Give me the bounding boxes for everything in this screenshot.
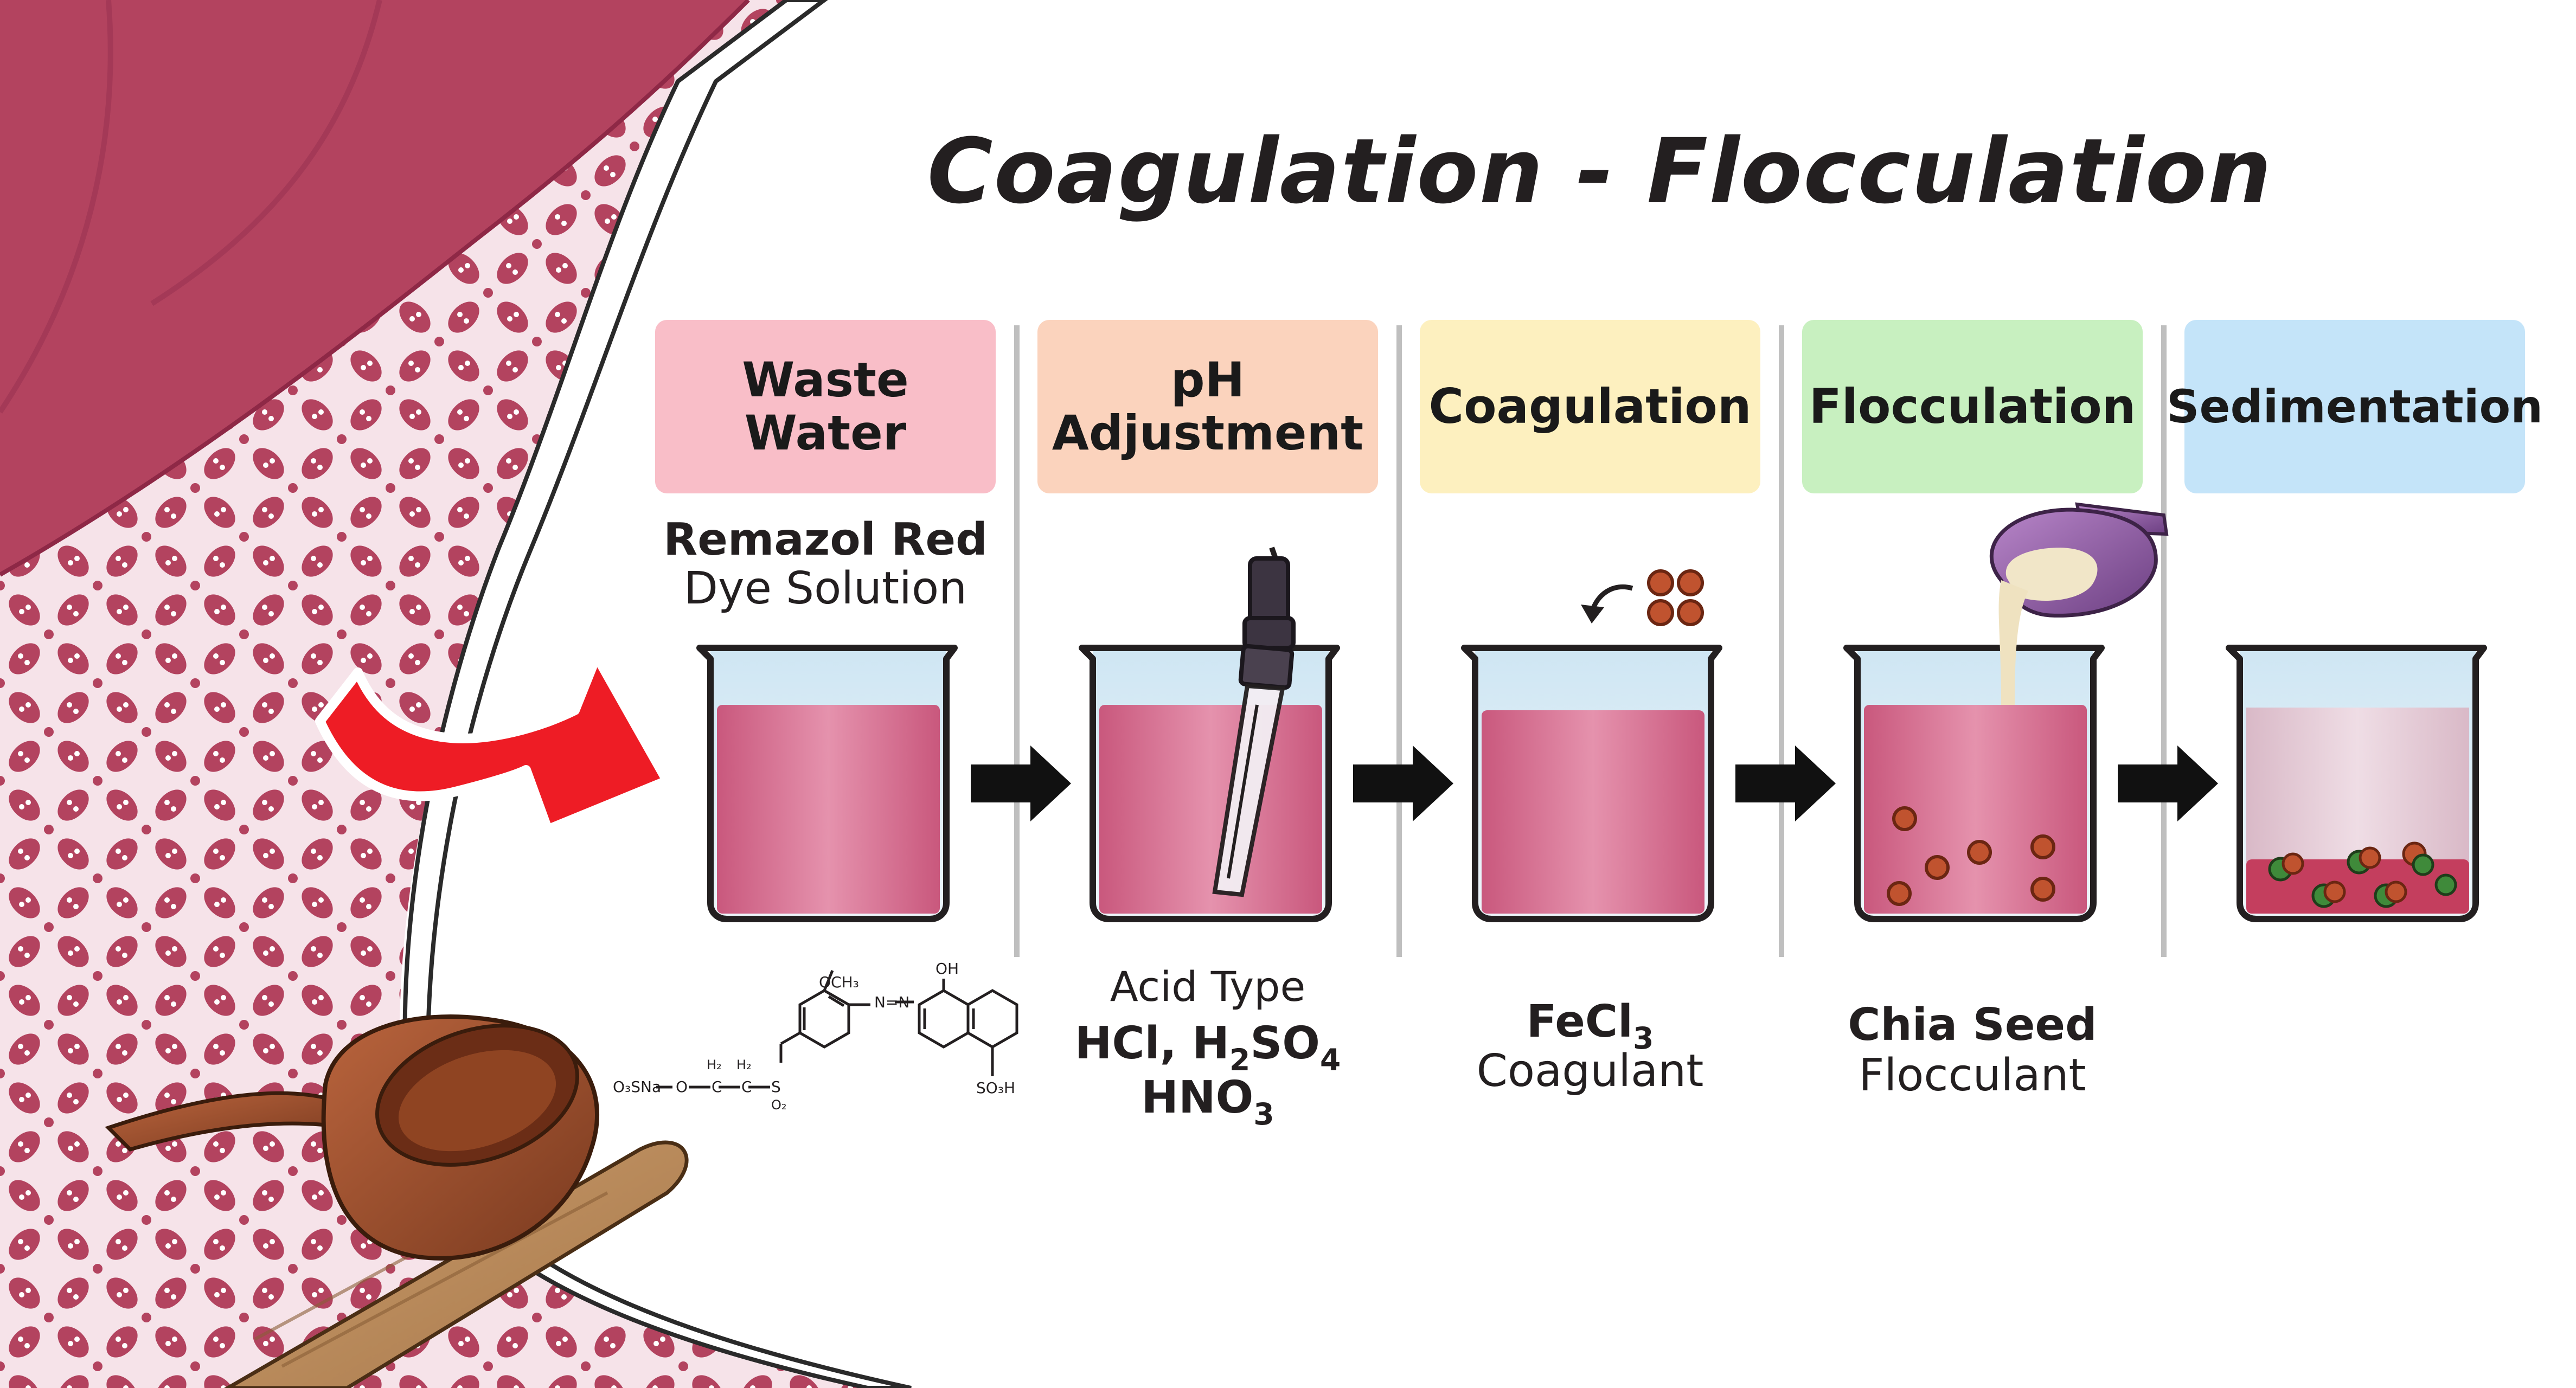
chem-h2a: H₂ [707,1057,722,1072]
coagulant-description: Coagulant [1476,1045,1704,1097]
chem-hydroxyl: OH [935,960,959,978]
dye-name: Remazol Red [663,514,988,566]
step-separators [1014,325,2167,957]
chem-h2b: H₂ [736,1057,752,1072]
acid-line1-a: HCl, H [1074,1018,1229,1069]
acid-formula-line1: HCl, H2SO4 [1037,1017,1378,1075]
floc-particles [1887,806,2055,906]
ph-probe-icon [1212,547,1296,897]
acid-formula-line2: HNO3 [1037,1071,1378,1129]
acid-heading: Acid Type [1110,962,1306,1011]
acid-line1-sub2: 4 [1320,1043,1341,1077]
acid-line2-a: HNO [1141,1072,1254,1123]
ladle-icon [105,1014,689,1388]
chem-sulfo: SO₃H [976,1079,1016,1097]
chem-azo: N=N [874,993,910,1011]
acid-line1-sub1: 2 [1229,1043,1251,1077]
flocculant-name: Chia Seed [1848,999,2097,1051]
step-waste-water-label: Waste Water [742,352,909,461]
acid-line2-sub: 3 [1253,1097,1274,1132]
process-arrow-icon [971,746,2218,821]
batik-fabric-decoration [0,0,912,1388]
chem-o2: O₂ [771,1097,787,1113]
flocculant-description: Flocculant [1859,1050,2086,1101]
diagram-title: Coagulation - Flocculation [927,119,2273,223]
step-ph-adjustment: pH Adjustment [1037,320,1378,493]
chemical-structure [656,970,1018,1089]
beaker-flocculation [1843,645,2105,922]
coagulant-formula-sub: 3 [1633,1021,1654,1056]
step-coagulation-label: Coagulation [1428,378,1752,434]
dye-description: Dye Solution [683,563,967,614]
step-coagulation: Coagulation [1420,320,1760,493]
chem-sodium-group: O₃SNa [613,1078,662,1096]
step-flocculation-label: Flocculation [1809,378,2136,434]
beaker-waste-water [696,645,958,922]
acid-line1-b: SO [1250,1018,1320,1069]
chem-methoxy: OCH₃ [819,973,859,991]
chem-oxygen: O [676,1078,688,1096]
rotate-arrow-icon [1581,584,1633,624]
red-curved-arrow-icon [315,651,672,834]
spoon-icon [1989,502,2169,705]
sediment-flocs [2268,841,2457,908]
step-flocculation: Flocculation [1802,320,2143,493]
step-sedimentation-label: Sedimentation [2167,380,2543,433]
beaker-ph-adjustment [1079,645,1340,922]
coagulant-formula-a: FeCl [1526,996,1633,1048]
coagulant-formula: FeCl3 [1420,995,1760,1053]
chem-c1: C [712,1078,722,1096]
step-sedimentation: Sedimentation [2167,320,2543,493]
coagulant-particles [1647,569,1704,626]
beaker-coagulation [1461,645,1722,922]
chem-sulfur: S [771,1078,781,1096]
step-ph-adjustment-label: pH Adjustment [1052,352,1364,461]
chem-c2: C [741,1078,752,1096]
step-waste-water: Waste Water [655,320,996,493]
